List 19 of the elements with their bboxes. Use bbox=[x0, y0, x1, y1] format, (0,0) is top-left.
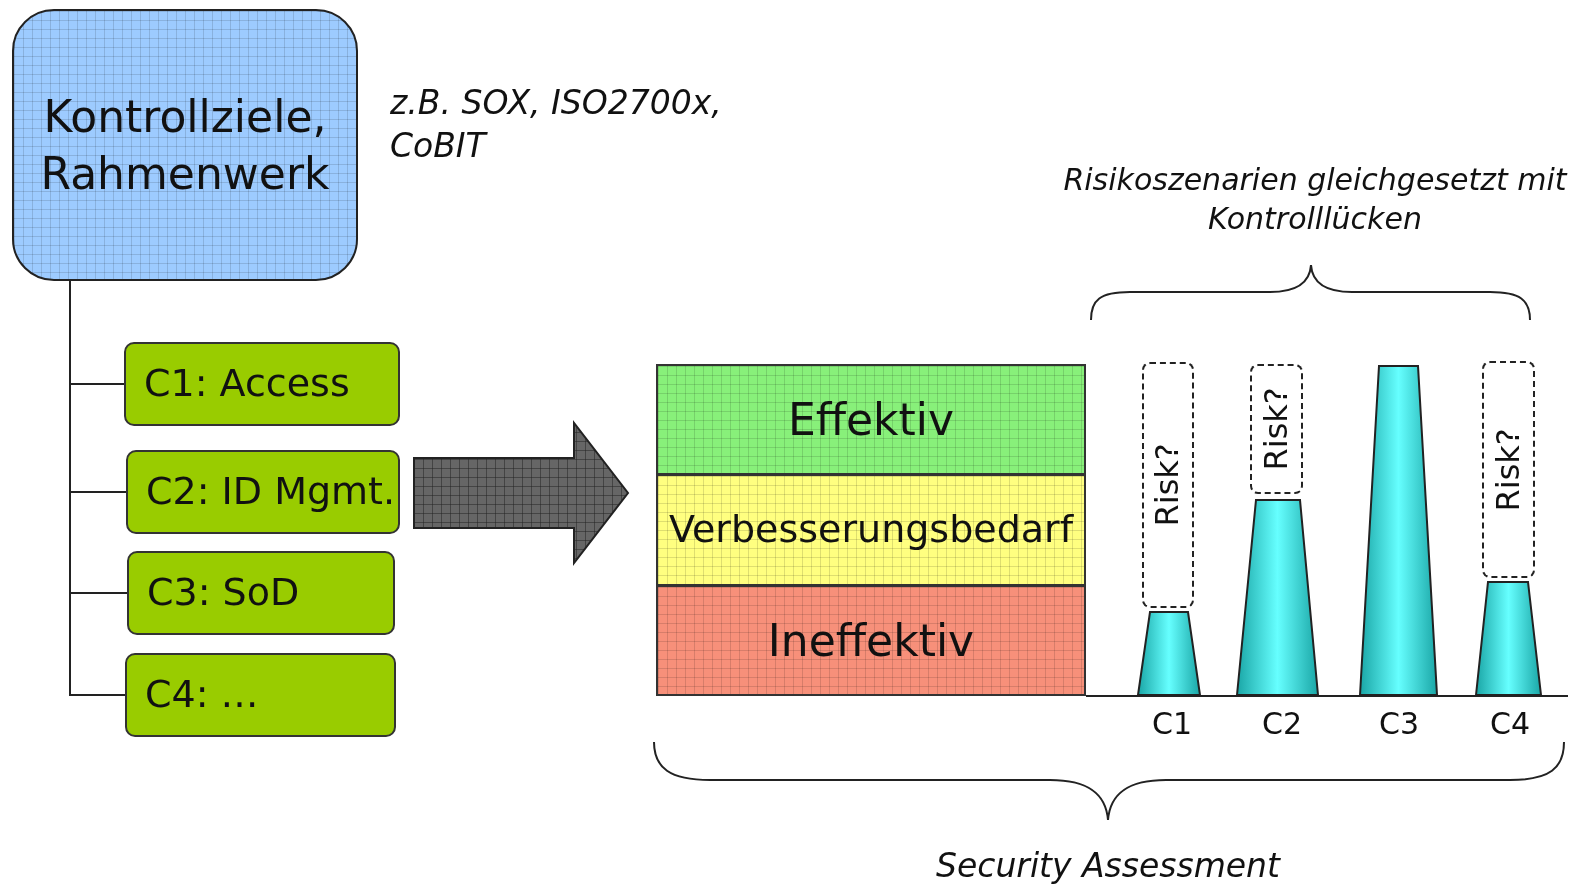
rating-band: Effektiv bbox=[656, 364, 1086, 475]
axis-label: C2 bbox=[1262, 705, 1302, 743]
control-box: C3: SoD bbox=[127, 551, 395, 635]
rating-band: Verbesserungsbedarf bbox=[656, 474, 1086, 586]
block-arrow bbox=[413, 420, 630, 566]
rounded-box: Kontrollziele, Rahmenwerk bbox=[12, 9, 358, 281]
dashed-box: Risk? bbox=[1250, 364, 1303, 494]
dashed-box: Risk? bbox=[1482, 361, 1535, 578]
axis-label: C3 bbox=[1379, 705, 1419, 743]
dashed-box: Risk? bbox=[1142, 362, 1194, 608]
control-box: C1: Access bbox=[124, 342, 400, 426]
rating-band: Ineffektiv bbox=[656, 585, 1086, 696]
note-text: z.B. SOX, ISO2700x, CoBIT bbox=[390, 82, 723, 167]
control-box: C4: … bbox=[125, 653, 396, 737]
caption-text: Security Assessment bbox=[936, 845, 1280, 887]
control-box: C2: ID Mgmt. bbox=[126, 450, 400, 534]
axis-label: C1 bbox=[1152, 705, 1192, 743]
caption-text: Risikoszenarien gleichgesetzt mit Kontrolllücken bbox=[1062, 161, 1569, 238]
axis-label: C4 bbox=[1490, 705, 1530, 743]
